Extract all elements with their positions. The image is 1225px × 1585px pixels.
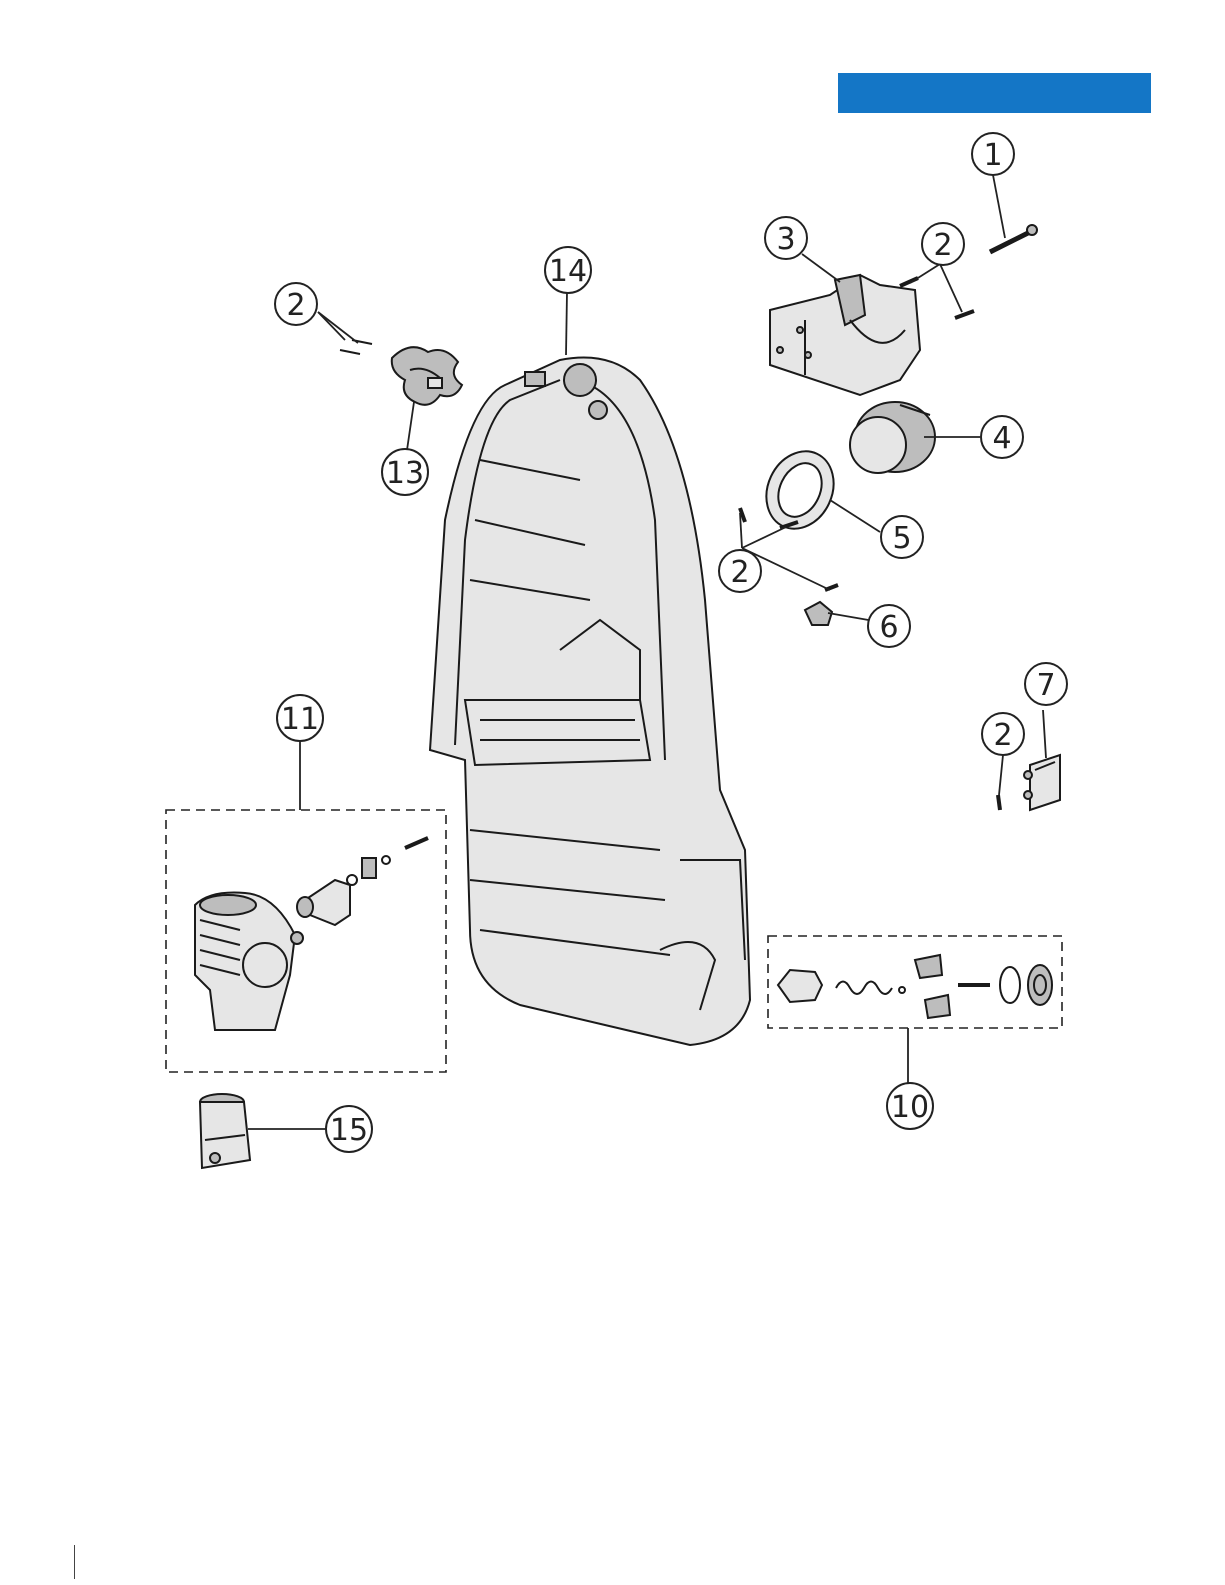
callout-11: 11	[277, 695, 323, 741]
screw-near-connector	[998, 795, 1000, 810]
callout-1: 1	[972, 133, 1014, 175]
callout-15: 15	[326, 1106, 372, 1152]
svg-text:6: 6	[879, 610, 898, 645]
callout-14: 14	[545, 247, 591, 293]
part-14-housing	[430, 358, 750, 1046]
svg-text:10: 10	[891, 1090, 929, 1125]
part-1-screw	[990, 225, 1037, 252]
svg-text:2: 2	[933, 228, 952, 263]
svg-text:13: 13	[386, 456, 424, 491]
part-10-assembly	[768, 936, 1062, 1028]
part-15-fitting	[200, 1094, 250, 1168]
part-7-connector	[1024, 755, 1060, 810]
part-13-knob	[392, 347, 462, 405]
svg-text:4: 4	[992, 421, 1011, 456]
callout-2-gasket: 2	[719, 550, 761, 592]
svg-text:2: 2	[286, 288, 305, 323]
callout-2-bracket: 2	[922, 223, 964, 265]
callout-5: 5	[881, 516, 923, 558]
callout-10: 10	[887, 1083, 933, 1129]
part-3-bracket	[770, 275, 920, 395]
part-4-collar	[850, 402, 935, 473]
part-5-gasket	[754, 440, 846, 540]
callout-6: 6	[868, 605, 910, 647]
svg-text:3: 3	[776, 222, 795, 257]
svg-text:2: 2	[730, 555, 749, 590]
callout-7: 7	[1025, 663, 1067, 705]
callout-2-knob: 2	[275, 283, 317, 325]
svg-text:14: 14	[549, 254, 587, 289]
svg-text:15: 15	[330, 1113, 368, 1148]
callout-4: 4	[981, 416, 1023, 458]
callout-3: 3	[765, 217, 807, 259]
svg-text:1: 1	[983, 138, 1002, 173]
callout-2-connector: 2	[982, 713, 1024, 755]
callout-13: 13	[382, 449, 428, 495]
svg-text:11: 11	[281, 702, 319, 737]
svg-text:2: 2	[993, 718, 1012, 753]
svg-text:5: 5	[892, 521, 911, 556]
svg-text:7: 7	[1036, 668, 1055, 703]
part-11-assembly	[166, 810, 446, 1072]
